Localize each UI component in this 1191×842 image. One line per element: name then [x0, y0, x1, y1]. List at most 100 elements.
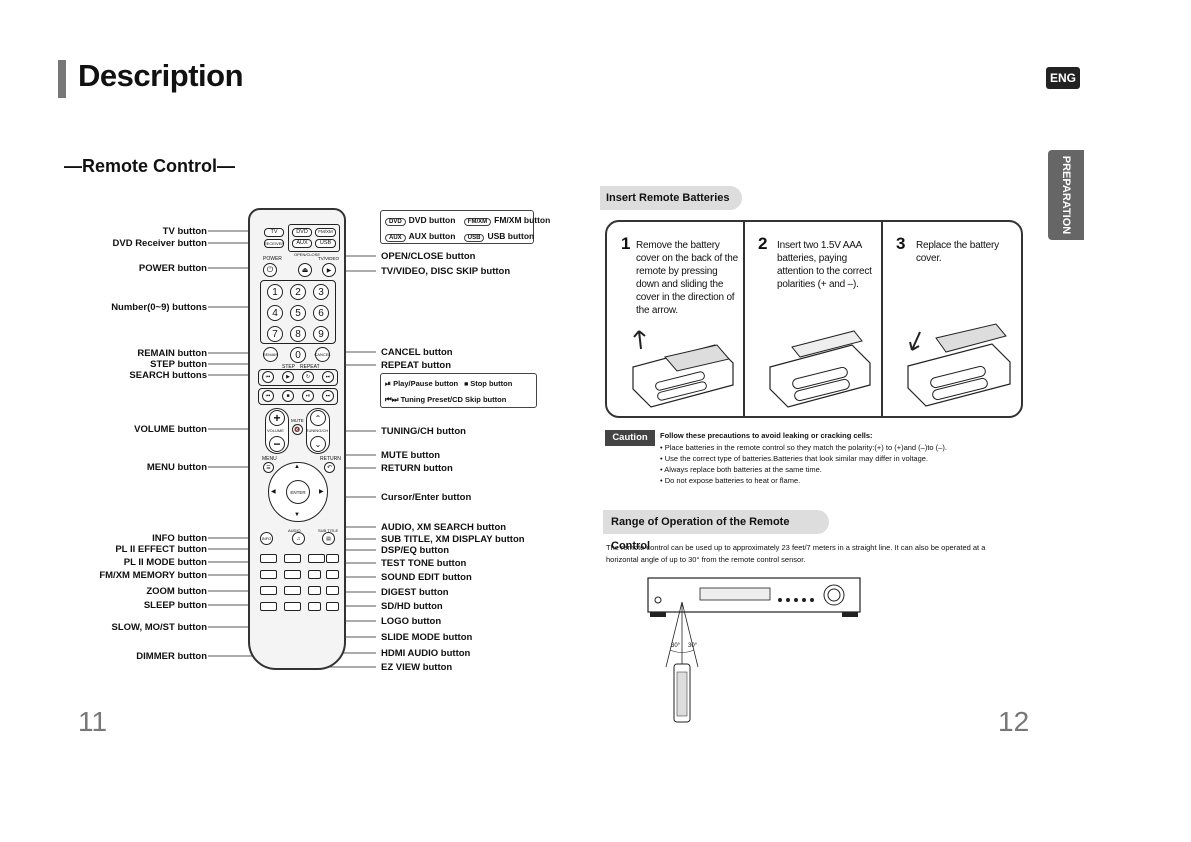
eject-icon: ⏏: [298, 263, 312, 277]
step-divider: [881, 222, 883, 416]
test-tone-key: [326, 554, 339, 563]
pl2-effect-key: [260, 554, 277, 563]
search-forward-icon: ⏭: [322, 371, 334, 383]
step-text: Replace the battery cover.: [916, 240, 999, 264]
insert-batteries-illustration: [769, 330, 871, 408]
arrow-left-icon: ◀: [271, 489, 276, 495]
section-tab: PREPARATION: [1048, 150, 1084, 240]
remote-dvd-key: DVD: [292, 228, 312, 237]
pl2-mode-key: [284, 554, 301, 563]
step-number: 2: [758, 234, 768, 253]
label-cursor-enter: Cursor/Enter button: [381, 492, 472, 503]
dimmer-key: [284, 602, 301, 611]
step-text: Insert two 1.5V AAA batteries, paying at…: [777, 240, 872, 290]
mute-icon: 🔇: [292, 424, 303, 435]
label-menu: MENU button: [146, 462, 207, 473]
dvd-chip: DVD: [385, 218, 406, 226]
remote-control: TV RECEIVER DVD FM/XM AUX USB POWER OPEN…: [248, 208, 346, 670]
remote-remain-key: REMAIN: [263, 347, 278, 362]
remote-repeat-text: REPEAT: [300, 364, 320, 370]
step-icon: ▶: [282, 371, 294, 383]
remote-return-text: RETURN: [320, 456, 341, 462]
legend-dvd: DVD button: [408, 215, 456, 225]
label-dvd-receiver: DVD Receiver button: [112, 238, 208, 249]
caution-item: • Use the correct type of batteries.Batt…: [660, 454, 929, 463]
ez-view-key: [284, 586, 301, 595]
range-text: The remote control can be used up to app…: [606, 543, 986, 564]
step-divider: [743, 222, 745, 416]
arrow-down-icon: ▼: [294, 512, 300, 518]
language-badge: ENG: [1046, 67, 1080, 89]
label-digest: DIGEST button: [381, 587, 449, 598]
remote-tuning-text: TUNING/CH: [306, 428, 329, 433]
legend-usb: USB button: [487, 231, 535, 241]
sd-hd-key: [326, 602, 339, 611]
label-zoom: ZOOM button: [146, 586, 207, 597]
label-sd-hd: SD/HD button: [381, 601, 443, 612]
fmxm-memory-key: [260, 570, 277, 579]
label-slide-mode: SLIDE MODE button: [381, 632, 473, 643]
hdmi-audio-key: [308, 602, 321, 611]
logo-key: [308, 570, 321, 579]
next-icon: ⏭: [322, 390, 334, 402]
label-pl2-mode: PL II MODE button: [123, 557, 207, 568]
remote-fmxm-key: FM/XM: [315, 228, 336, 237]
play-key-icon: ⏯: [302, 390, 314, 402]
caution-list: • Place batteries in the remote control …: [660, 442, 947, 486]
audio-icon: ♫: [292, 532, 305, 545]
menu-icon: ☰: [263, 462, 274, 473]
remote-digit-7: 7: [267, 326, 283, 342]
label-tv: TV button: [162, 226, 207, 237]
remote-receiver-key: RECEIVER: [264, 239, 284, 248]
remote-numpad: [260, 280, 336, 344]
remote-usb-key: USB: [315, 239, 336, 248]
battery-step-1: 1 Remove the battery cover on the back o…: [607, 222, 743, 416]
label-pl2-effect: PL II EFFECT button: [115, 544, 207, 555]
volume-up-icon: +: [269, 410, 285, 426]
search-back-icon: ⏮: [262, 371, 274, 383]
remote-search-row: [258, 369, 338, 386]
remote-digit-0: 0: [290, 347, 306, 363]
label-open-close: OPEN/CLOSE button: [381, 251, 476, 262]
remote-info-key: INFO: [260, 532, 273, 545]
label-audio: AUDIO, XM SEARCH button: [381, 522, 507, 533]
replace-cover-illustration: [907, 323, 1011, 407]
label-step: STEP button: [150, 359, 207, 370]
label-power: POWER button: [138, 263, 207, 274]
remote-transport-row: [258, 388, 338, 405]
remote-tv-key: TV: [264, 228, 284, 237]
label-cancel: CANCEL button: [381, 347, 453, 358]
label-numbers: Number(0~9) buttons: [111, 302, 207, 313]
subtitle-icon: ▤: [322, 532, 335, 545]
remote-digit-1: 1: [267, 284, 283, 300]
aux-chip: AUX: [385, 234, 406, 242]
zoom-key: [260, 586, 277, 595]
remote-source-group: [288, 224, 340, 252]
remote-cancel-key: CANCEL: [314, 347, 331, 362]
label-sleep: SLEEP button: [143, 600, 207, 611]
range-heading: Range of Operation of the Remote Control: [603, 510, 829, 552]
step-number: 1: [621, 234, 631, 253]
remote-digit-3: 3: [313, 284, 329, 300]
label-fmxm-memory: FM/XM MEMORY button: [99, 570, 207, 581]
remote-tv-video-text: TV/VIDEO: [318, 256, 340, 261]
caution-item: • Always replace both batteries at the s…: [660, 465, 822, 474]
page-title: Description: [78, 58, 244, 93]
title-accent-bar: [58, 60, 66, 98]
sleep-key: [260, 602, 277, 611]
remote-power-text: POWER: [263, 256, 282, 262]
remote-volume-text: VOLUME: [267, 428, 284, 433]
stop-icon: ⏹: [464, 379, 469, 388]
playback-legend: ⏯ Play/Pause button ⏹ Stop button ⏮⏭ Tun…: [380, 373, 537, 408]
battery-step-2: 2 Insert two 1.5V AAA batteries, paying …: [744, 222, 881, 416]
remote-menu-text: MENU: [262, 456, 277, 462]
caution-item: • Do not expose batteries to heat or fla…: [660, 476, 801, 485]
play-pause-icon: ⏯: [385, 379, 391, 388]
tv-video-icon: ▶: [322, 263, 336, 277]
usb-chip: USB: [463, 234, 485, 242]
legend-aux: AUX button: [408, 231, 456, 241]
label-slow-most: SLOW, MO/ST button: [111, 622, 207, 633]
remote-digit-9: 9: [313, 326, 329, 342]
label-repeat: REPEAT button: [381, 360, 452, 371]
